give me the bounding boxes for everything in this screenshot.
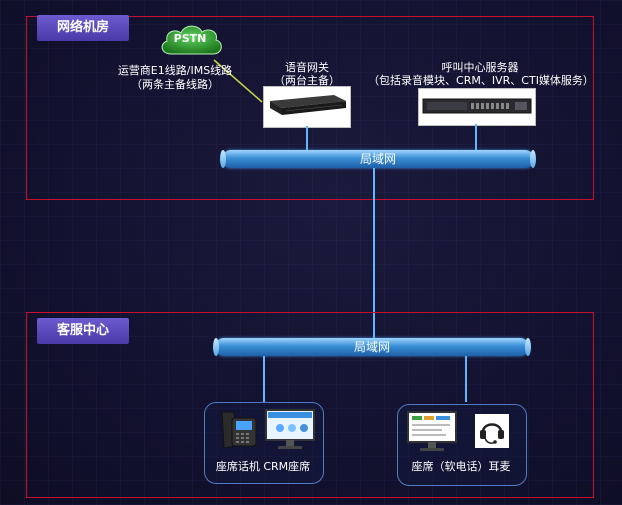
trunk-line (373, 168, 375, 338)
datacenter-lan-bar: 局域网 (220, 150, 536, 168)
service-center-zone (26, 312, 594, 498)
softphone-monitor-icon (407, 411, 457, 451)
server-label-line1: 呼叫中心服务器 (441, 61, 519, 74)
carrier-label-line2: （两条主备线路） (131, 78, 219, 91)
server-lan-link (475, 124, 477, 150)
gateway-lan-link (306, 126, 308, 150)
group2-lan-link (465, 356, 467, 402)
gateway-label-line2: （两台主备） (274, 74, 340, 87)
service-center-lan-bar: 局域网 (213, 338, 531, 356)
desk-phone-icon (221, 411, 257, 449)
datacenter-zone (26, 16, 594, 200)
gateway-device-icon (270, 95, 346, 115)
service-center-lan-label: 局域网 (353, 340, 390, 354)
gateway-label-line1: 语音网关 (285, 61, 329, 74)
gateway-device-image (263, 86, 351, 128)
headset-icon (480, 423, 504, 444)
datacenter-lan-label: 局域网 (359, 152, 396, 166)
carrier-label-line1: 运营商E1线路/IMS线路 (117, 64, 233, 77)
server-label-line2: （包括录音模块、CRM、IVR、CTI媒体服务） (368, 74, 594, 87)
group2-label: 座席（软电话）耳麦 (411, 460, 511, 473)
group1-lan-link (263, 356, 265, 402)
server-device-icon (422, 98, 532, 114)
headset-image (475, 414, 509, 448)
pstn-cloud-icon (161, 25, 222, 55)
group1-label: 座席话机 CRM座席 (215, 460, 311, 473)
datacenter-title: 网络机房 (37, 15, 129, 41)
service-center-title: 客服中心 (37, 318, 129, 344)
pstn-label: PSTN (173, 32, 207, 45)
server-device-image (418, 88, 536, 126)
crm-monitor-icon (265, 409, 315, 449)
